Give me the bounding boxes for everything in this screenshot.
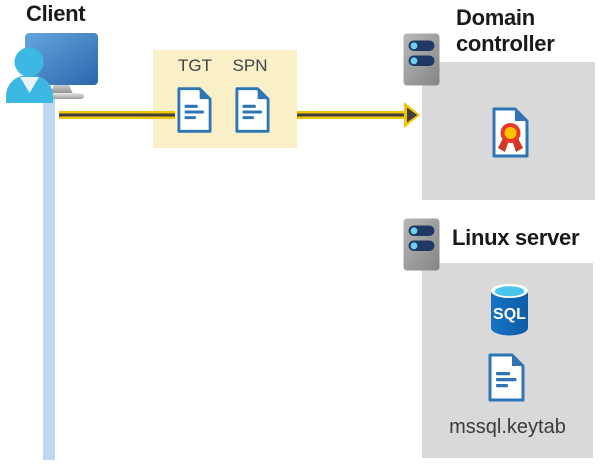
linux-server-icon — [403, 218, 440, 271]
monitor-icon — [25, 33, 98, 99]
linux-server-label: Linux server — [452, 225, 580, 250]
sql-icon-text: SQL — [493, 306, 526, 323]
domain-controller-server-icon — [403, 33, 440, 86]
auth-arrow-line-right — [297, 111, 404, 119]
client-label: Client — [26, 1, 86, 26]
spn-document-icon — [235, 87, 270, 133]
keytab-document-icon — [488, 353, 525, 402]
sql-database-icon: SQL — [491, 284, 528, 336]
tgt-document-icon — [177, 87, 212, 133]
keytab-label: mssql.keytab — [449, 416, 566, 438]
person-icon — [6, 47, 53, 103]
domain-controller-label: Domain controller — [456, 5, 555, 56]
auth-arrow-line-left — [59, 111, 175, 119]
certificate-icon — [492, 107, 529, 158]
tgt-label: TGT — [178, 56, 212, 75]
arrow-head-icon — [404, 102, 420, 128]
client-connection-line — [43, 96, 55, 460]
client-icon — [6, 33, 98, 103]
ticket-box — [153, 50, 297, 148]
spn-label: SPN — [232, 56, 268, 75]
